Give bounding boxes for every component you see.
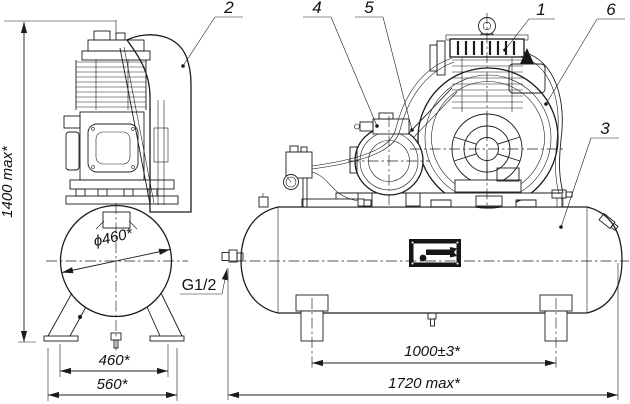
side-compressor-unit <box>63 20 192 213</box>
side-cylinder-fins <box>76 61 146 108</box>
side-belt <box>119 47 151 205</box>
dimension-leg-span-label: 460* <box>99 352 131 369</box>
callout-4-label: 4 <box>312 0 321 17</box>
electric-motor <box>348 112 430 207</box>
callout-1: 1 <box>503 0 555 52</box>
side-tank <box>43 203 188 354</box>
discharge-pipe <box>520 51 573 207</box>
manufacturer-logo-plate <box>409 239 461 267</box>
callout-1-label: 1 <box>536 0 545 19</box>
dimension-base-width-label: 560* <box>97 376 129 393</box>
dimension-leg-span: 460* <box>59 344 169 377</box>
front-legs <box>295 294 573 369</box>
dimension-overall-length: 1720 max* <box>227 263 619 400</box>
mounting-platform <box>301 192 563 208</box>
front-drain-valve <box>427 312 437 327</box>
dimension-overall-length-label: 1720 max* <box>388 375 461 392</box>
callout-3: 3 <box>559 119 619 229</box>
unloader-tubes <box>311 57 455 170</box>
callout-6: 6 <box>544 0 625 106</box>
tank-right-fitting <box>598 212 619 231</box>
tank-top-valve <box>258 196 269 208</box>
dimension-height-label: 1400 max* <box>0 145 16 218</box>
tank-outlet-fitting <box>221 249 244 263</box>
dimension-thread: G1/2 <box>180 268 228 295</box>
callout-4: 4 <box>303 0 379 128</box>
callout-2-label: 2 <box>223 0 234 17</box>
side-belt-guard <box>126 34 192 213</box>
tank-bracket <box>102 211 131 229</box>
wrench-icon <box>419 247 457 262</box>
dimension-leg-distance-label: 1000±3* <box>404 343 461 360</box>
dimension-thread-label: G1/2 <box>182 277 217 294</box>
dimension-height: 1400 max* <box>0 20 116 343</box>
front-compressor-pump <box>311 13 573 207</box>
callout-3-label: 3 <box>600 119 610 138</box>
dimension-tank-diameter-label: ϕ460* <box>92 225 135 250</box>
pressure-switch <box>283 145 359 207</box>
dimension-leg-distance: 1000±3* <box>312 343 556 367</box>
drive-belt <box>407 87 453 135</box>
front-view <box>221 13 629 369</box>
callout-5: 5 <box>355 0 414 132</box>
callout-5-label: 5 <box>364 0 374 17</box>
dimension-base-width: 560* <box>47 348 178 401</box>
side-legs <box>43 292 185 342</box>
callout-2: 2 <box>181 0 243 68</box>
callout-6-label: 6 <box>606 0 616 19</box>
side-view <box>43 20 192 354</box>
front-cylinder-fins <box>452 58 523 112</box>
